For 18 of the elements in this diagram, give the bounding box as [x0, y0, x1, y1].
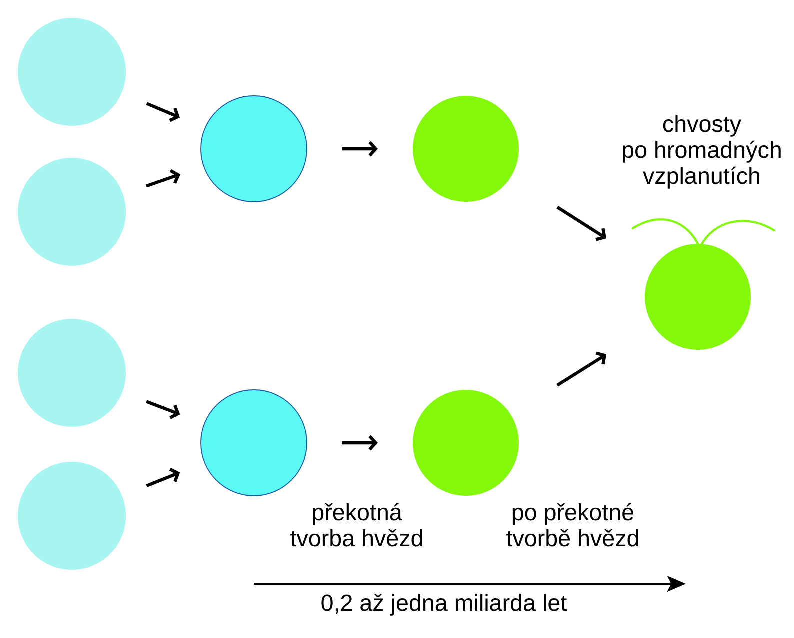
- arrow: [342, 435, 378, 451]
- circle: [18, 319, 126, 427]
- arrow: [556, 352, 607, 387]
- arrow: [556, 206, 606, 242]
- circle: [413, 96, 519, 202]
- node-label: po překotné tvorbě hvězd: [506, 503, 638, 547]
- circle: [200, 96, 308, 202]
- node-label: chvosty po hromadných vzplanutích: [623, 115, 781, 189]
- arrow: [146, 169, 180, 188]
- circle: [18, 158, 126, 266]
- circle: [18, 462, 126, 570]
- circle: [18, 18, 126, 126]
- arrow: [342, 141, 378, 157]
- arrow: [146, 102, 180, 122]
- arrow: [146, 468, 180, 488]
- arrow: [146, 400, 180, 420]
- duration-label: 0,2 až jedna miliarda let: [322, 594, 567, 616]
- node-label: překotná tvorba hvězd: [290, 503, 422, 547]
